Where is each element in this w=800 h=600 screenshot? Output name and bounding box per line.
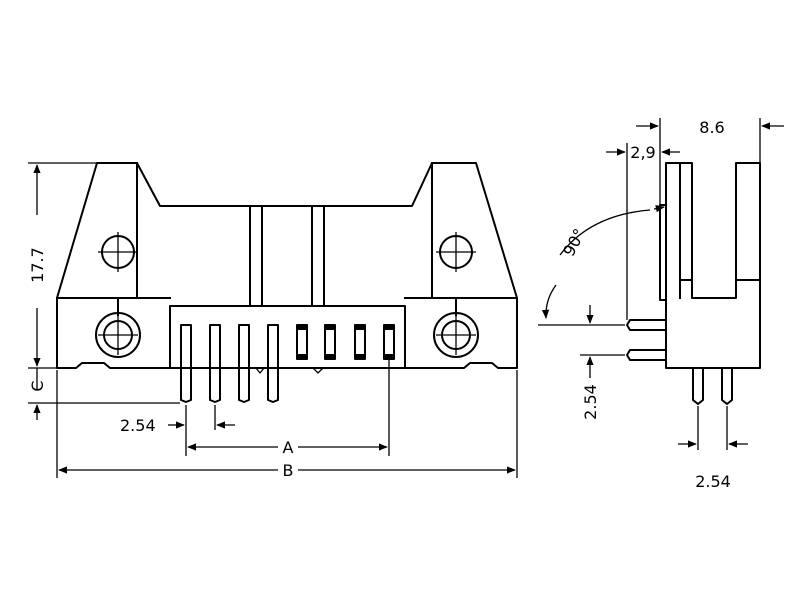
dim-height-label: 17.7 bbox=[28, 247, 47, 283]
dim-pitch-horizontal-label: 2.54 bbox=[695, 472, 731, 491]
dim-pitch-vertical-label: 2.54 bbox=[581, 384, 600, 420]
pin-sockets bbox=[296, 324, 395, 360]
dim-height-front: 17.7 bbox=[28, 162, 97, 369]
upper-hole-right bbox=[436, 232, 476, 272]
dim-c: C bbox=[28, 368, 180, 420]
pins-row bbox=[180, 324, 324, 403]
side-body-outline bbox=[665, 162, 761, 369]
dim-a: A bbox=[187, 360, 390, 457]
side-view: 8.6 2,9 90° 2.54 bbox=[538, 118, 784, 491]
upper-hole-left bbox=[98, 232, 138, 272]
socket-1 bbox=[296, 324, 308, 360]
dim-angle: 90° bbox=[541, 205, 665, 319]
socket-4 bbox=[383, 324, 395, 360]
side-tab bbox=[659, 204, 667, 301]
socket-3 bbox=[354, 324, 366, 360]
dim-offset-label: 2,9 bbox=[630, 143, 655, 162]
mount-hole-left bbox=[95, 312, 141, 358]
dim-c-label: C bbox=[28, 380, 47, 391]
dim-a-label: A bbox=[283, 438, 294, 457]
dim-b-label: B bbox=[283, 461, 294, 480]
front-view: 17.7 C 2.54 A bbox=[28, 162, 518, 480]
dim-pitch-label: 2.54 bbox=[120, 416, 156, 435]
socket-2 bbox=[324, 324, 336, 360]
dim-pitch-front: 2.54 bbox=[120, 405, 235, 456]
dim-pitch-horizontal: 2.54 bbox=[678, 406, 748, 491]
mount-hole-right bbox=[433, 312, 479, 358]
dim-depth-label: 8.6 bbox=[699, 118, 724, 137]
side-horizontal-pins bbox=[626, 319, 667, 361]
pin-4 bbox=[267, 324, 279, 403]
dim-pitch-vertical: 2.54 bbox=[538, 305, 625, 420]
latch-bar-right bbox=[311, 205, 325, 307]
pin-block bbox=[169, 305, 406, 369]
latch-bar-left bbox=[249, 205, 263, 307]
pin-1 bbox=[180, 324, 192, 403]
dim-offset: 2,9 bbox=[606, 143, 680, 320]
pin-2 bbox=[209, 324, 221, 403]
side-vertical-pins bbox=[692, 367, 733, 405]
dim-depth: 8.6 bbox=[636, 118, 784, 205]
dim-b: B bbox=[56, 370, 518, 480]
pin-3 bbox=[238, 324, 250, 403]
